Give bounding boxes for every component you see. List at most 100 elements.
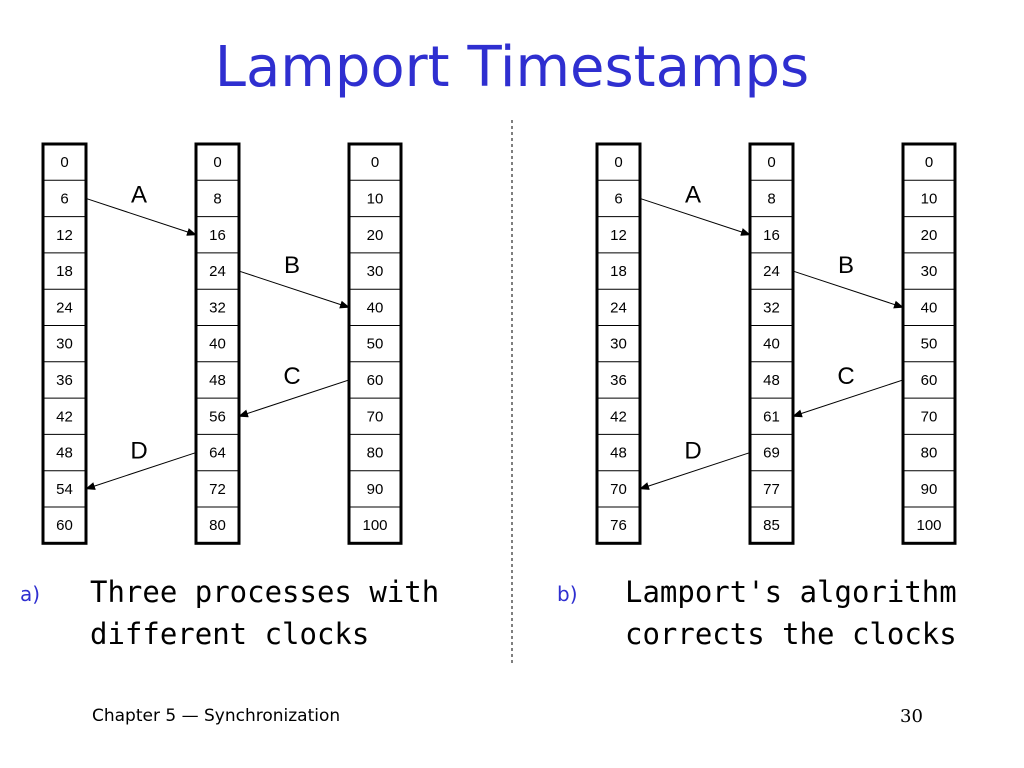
clock-value: 54 (56, 481, 73, 498)
clock-value: 50 (921, 336, 938, 353)
clock-value: 70 (610, 481, 627, 498)
footer-chapter: Chapter 5 — Synchronization (92, 706, 340, 726)
process-column: 0 8 16 24 32 40 48 61 69 77 85 (748, 142, 795, 545)
message-arrow (792, 379, 904, 418)
process-column-border (748, 142, 795, 545)
clock-value: 12 (56, 227, 73, 244)
caption-text-a: Three processes with different clocks (90, 575, 440, 651)
clock-value: 69 (763, 445, 780, 462)
message-label: C (283, 363, 300, 390)
clock-value: 100 (362, 517, 387, 534)
clock-value: 16 (763, 227, 780, 244)
clock-value: 16 (209, 227, 226, 244)
footer-dash: — (181, 706, 199, 726)
clock-value: 48 (209, 372, 226, 389)
clock-value: 42 (56, 408, 73, 425)
clock-value: 70 (367, 408, 384, 425)
clock-value: 24 (209, 263, 226, 280)
clock-value: 0 (213, 154, 221, 171)
clock-value: 12 (610, 227, 627, 244)
clock-value: 10 (367, 190, 384, 207)
clock-value: 40 (367, 299, 384, 316)
clock-value: 42 (610, 408, 627, 425)
caption-letter-b: b) (557, 582, 578, 606)
clock-value: 100 (916, 517, 941, 534)
message-label: B (284, 252, 300, 279)
clock-value: 40 (921, 299, 938, 316)
message-arrow (639, 197, 751, 236)
clock-value: 64 (209, 445, 226, 462)
message-label: D (684, 438, 701, 465)
clock-value: 61 (763, 408, 780, 425)
clock-value: 60 (56, 517, 73, 534)
clock-value: 24 (56, 299, 73, 316)
clock-value: 60 (921, 372, 938, 389)
process-column: 0 8 16 24 32 40 48 56 64 72 80 (194, 142, 241, 545)
message-label: C (837, 363, 854, 390)
clock-value: 18 (56, 263, 73, 280)
clock-value: 8 (213, 190, 221, 207)
clock-value: 80 (209, 517, 226, 534)
clock-value: 20 (367, 227, 384, 244)
clock-value: 0 (925, 154, 933, 171)
clock-value: 30 (610, 336, 627, 353)
clock-value: 77 (763, 481, 780, 498)
clock-value: 20 (921, 227, 938, 244)
clock-value: 10 (921, 190, 938, 207)
message-arrow (238, 270, 350, 309)
process-column-border (347, 142, 403, 545)
clock-value: 30 (56, 336, 73, 353)
clock-value: 80 (367, 445, 384, 462)
message-arrow (85, 197, 197, 236)
message-arrow (238, 379, 350, 418)
clock-value: 0 (614, 154, 622, 171)
clock-value: 0 (767, 154, 775, 171)
caption-text-b: Lamport's algorithm corrects the clocks (625, 575, 957, 651)
clock-value: 32 (763, 299, 780, 316)
clock-value: 40 (763, 336, 780, 353)
process-column-border (194, 142, 241, 545)
panels-layer: 0612182430364248546008162432404856647280… (41, 142, 957, 545)
clock-value: 40 (209, 336, 226, 353)
clock-value: 90 (367, 481, 384, 498)
clock-value: 0 (60, 154, 68, 171)
message-arrow (639, 452, 751, 490)
footer-chapter-label: Chapter 5 (92, 706, 177, 726)
clock-value: 8 (767, 190, 775, 207)
page-number: 30 (900, 706, 923, 727)
clock-value: 56 (209, 408, 226, 425)
clock-value: 32 (209, 299, 226, 316)
footer-topic: Synchronization (204, 706, 341, 726)
clock-value: 90 (921, 481, 938, 498)
clock-value: 60 (367, 372, 384, 389)
caption-letter-a: a) (20, 582, 41, 606)
clock-value: 6 (60, 190, 68, 207)
clock-value: 48 (56, 445, 73, 462)
message-label: A (131, 181, 147, 208)
message-label: B (838, 252, 854, 279)
clock-value: 72 (209, 481, 226, 498)
clock-value: 30 (921, 263, 938, 280)
clock-value: 48 (763, 372, 780, 389)
clock-value: 24 (763, 263, 780, 280)
clock-value: 85 (763, 517, 780, 534)
clock-value: 36 (56, 372, 73, 389)
message-arrow (792, 270, 904, 309)
message-arrow (85, 452, 197, 490)
message-label: A (685, 181, 701, 208)
clock-value: 70 (921, 408, 938, 425)
clock-value: 6 (614, 190, 622, 207)
clock-value: 0 (371, 154, 379, 171)
process-column-border (901, 142, 957, 545)
clock-value: 48 (610, 445, 627, 462)
process-column-border (595, 142, 642, 545)
clock-value: 76 (610, 517, 627, 534)
process-column-border (41, 142, 88, 545)
clock-value: 36 (610, 372, 627, 389)
clock-value: 30 (367, 263, 384, 280)
clock-value: 24 (610, 299, 627, 316)
slide-title: Lamport Timestamps (214, 35, 810, 100)
